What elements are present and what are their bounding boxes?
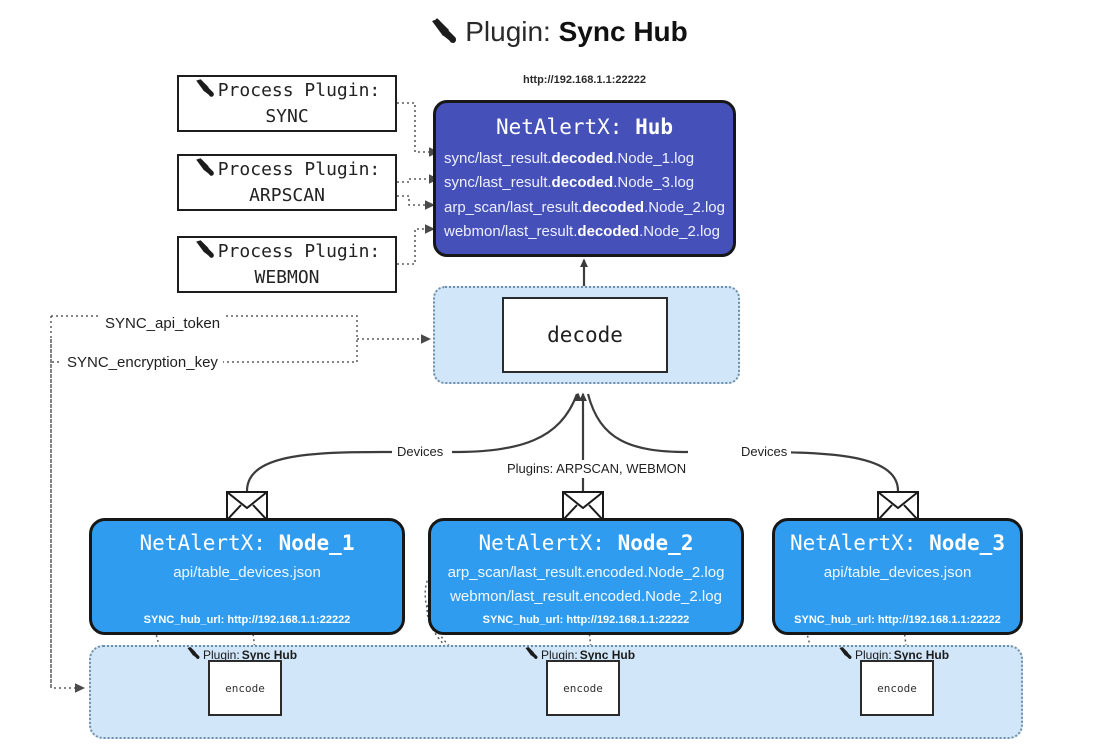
hub-log-post: .Node_2.log bbox=[644, 198, 725, 216]
node-title-name: Node_2 bbox=[617, 531, 694, 555]
node-hub-url: SYNC_hub_url: http://192.168.1.1:22222 bbox=[482, 614, 690, 626]
node-title-prefix: NetAlertX: bbox=[478, 531, 605, 555]
process-plugin-line2: ARPSCAN bbox=[249, 185, 325, 206]
plug-icon bbox=[838, 646, 853, 663]
plug-icon bbox=[194, 157, 216, 184]
title-name: Sync Hub bbox=[558, 16, 688, 47]
page-title: Plugin: Sync Hub bbox=[0, 16, 1117, 51]
plugin-instance-label-1: Plugin: Sync Hub bbox=[186, 646, 297, 663]
envelope-icon bbox=[877, 491, 919, 526]
process-plugin-box-sync[interactable]: Process Plugin: SYNC bbox=[177, 75, 397, 132]
plug-icon bbox=[186, 646, 201, 663]
process-plugin-line2: SYNC bbox=[265, 106, 309, 127]
node-title: NetAlertX: Node_2 bbox=[431, 531, 741, 555]
process-plugin-box-arpscan[interactable]: Process Plugin: ARPSCAN bbox=[177, 154, 397, 211]
hub-log-row: sync/last_result.decoded.Node_3.log bbox=[444, 171, 733, 195]
node-line-list: arp_scan/last_result.encoded.Node_2.log … bbox=[431, 561, 741, 610]
node-title: NetAlertX: Node_1 bbox=[92, 531, 402, 555]
hub-log-row: sync/last_result.decoded.Node_1.log bbox=[444, 147, 733, 171]
process-plugin-line1: Process Plugin: bbox=[217, 159, 381, 181]
decode-box[interactable]: decode bbox=[502, 297, 668, 373]
hub-title-prefix: NetAlertX: bbox=[495, 115, 623, 139]
plug-icon bbox=[194, 239, 216, 266]
plugin-label-prefix: Plugin: bbox=[203, 647, 240, 662]
envelope-icon bbox=[562, 491, 604, 526]
plugin-label-prefix: Plugin: bbox=[855, 647, 892, 662]
edge-label-devices-left: Devices bbox=[393, 444, 448, 459]
encode-box-2[interactable]: encode bbox=[546, 660, 620, 716]
process-plugin-line1: Process Plugin: bbox=[217, 241, 381, 263]
hub-log-pre: webmon/last_result. bbox=[444, 222, 578, 240]
node-title-prefix: NetAlertX: bbox=[790, 531, 917, 555]
node-line-list: api/table_devices.json bbox=[775, 561, 1020, 585]
sync-encryption-key-label: SYNC_encryption_key bbox=[62, 354, 223, 371]
edge-label-plugins-center: Plugins: ARPSCAN, WEBMON bbox=[503, 461, 691, 476]
node-line: arp_scan/last_result.encoded.Node_2.log bbox=[447, 564, 725, 581]
encode-box-3[interactable]: encode bbox=[860, 660, 934, 716]
hub-log-pre: arp_scan/last_result. bbox=[444, 198, 583, 216]
node-hub-url: SYNC_hub_url: http://192.168.1.1:22222 bbox=[143, 614, 351, 626]
node-hub-url: SYNC_hub_url: http://192.168.1.1:22222 bbox=[794, 614, 1001, 626]
node-title-name: Node_3 bbox=[929, 531, 1005, 555]
hub-url-label: http://192.168.1.1:22222 bbox=[523, 74, 646, 86]
envelope-icon bbox=[226, 491, 268, 526]
hub-log-em: decoded bbox=[551, 174, 614, 192]
hub-log-post: .Node_3.log bbox=[613, 174, 695, 192]
title-prefix: Plugin: bbox=[465, 16, 551, 47]
node-title-name: Node_1 bbox=[278, 531, 355, 555]
hub-node[interactable]: NetAlertX: Hub sync/last_result.decoded.… bbox=[433, 100, 736, 257]
node-line: api/table_devices.json bbox=[173, 564, 321, 581]
plug-icon bbox=[524, 646, 539, 663]
hub-log-em: decoded bbox=[582, 198, 645, 216]
node-box-node-3[interactable]: NetAlertX: Node_3 api/table_devices.json… bbox=[772, 518, 1023, 635]
sync-api-token-label: SYNC_api_token bbox=[100, 315, 226, 332]
node-box-node-2[interactable]: NetAlertX: Node_2 arp_scan/last_result.e… bbox=[428, 518, 744, 635]
hub-log-row: arp_scan/last_result.decoded.Node_2.log bbox=[444, 196, 733, 220]
plugin-instance-label-3: Plugin: Sync Hub bbox=[838, 646, 949, 663]
node-line: api/table_devices.json bbox=[823, 564, 972, 581]
hub-log-em: decoded bbox=[551, 150, 614, 167]
process-plugin-line1: Process Plugin: bbox=[217, 80, 381, 102]
plugin-label-name: Sync Hub bbox=[579, 647, 636, 662]
plugin-instance-label-2: Plugin: Sync Hub bbox=[524, 646, 635, 663]
plugin-label-prefix: Plugin: bbox=[541, 647, 578, 662]
node-title: NetAlertX: Node_3 bbox=[775, 531, 1020, 555]
process-plugin-box-webmon[interactable]: Process Plugin: WEBMON bbox=[177, 236, 397, 293]
hub-log-post: .Node_2.log bbox=[639, 222, 720, 240]
hub-log-list: sync/last_result.decoded.Node_1.log sync… bbox=[436, 147, 733, 244]
node-line-list: api/table_devices.json bbox=[92, 561, 402, 585]
node-title-prefix: NetAlertX: bbox=[139, 531, 266, 555]
hub-title: NetAlertX: Hub bbox=[436, 115, 733, 139]
edge-label-devices-right: Devices bbox=[737, 444, 792, 459]
hub-log-pre: sync/last_result. bbox=[444, 150, 552, 167]
encode-box-1[interactable]: encode bbox=[208, 660, 282, 716]
node-box-node-1[interactable]: NetAlertX: Node_1 api/table_devices.json… bbox=[89, 518, 405, 635]
hub-log-pre: sync/last_result. bbox=[444, 174, 552, 192]
process-plugin-line2: WEBMON bbox=[254, 267, 320, 288]
plugin-label-name: Sync Hub bbox=[241, 647, 298, 662]
hub-title-name: Hub bbox=[635, 115, 674, 139]
plugin-label-name: Sync Hub bbox=[893, 647, 950, 662]
node-line: webmon/last_result.encoded.Node_2.log bbox=[450, 588, 722, 606]
hub-log-row: webmon/last_result.decoded.Node_2.log bbox=[444, 220, 733, 244]
plug-icon bbox=[429, 18, 459, 51]
plug-icon bbox=[194, 78, 216, 105]
hub-log-em: decoded bbox=[577, 222, 640, 240]
hub-log-post: .Node_1.log bbox=[613, 150, 695, 167]
